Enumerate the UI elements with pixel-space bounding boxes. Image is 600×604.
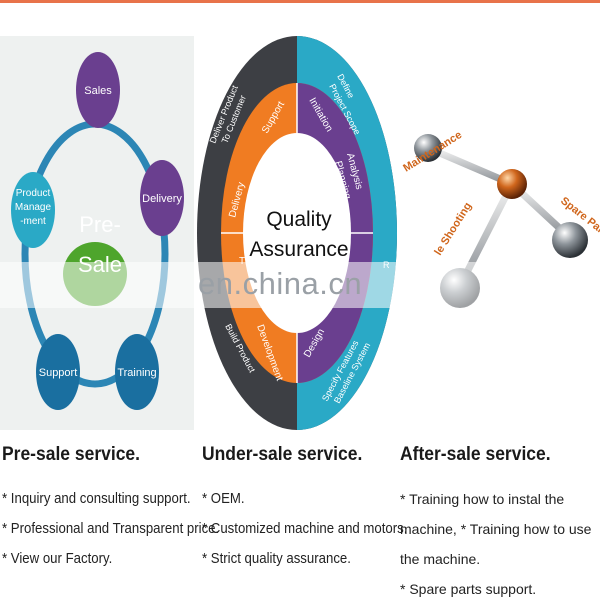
under-sale-heading: Under-sale service. [202,444,363,465]
after-sale-diagram: Maintenance le Shooting Spare Parts [400,36,600,430]
node-product-label-3: -ment [20,216,46,227]
pre-sale-heading: Pre-sale service. [2,444,141,465]
qa-center-line1: Quality [266,208,332,231]
pre-sale-list: * Inquiry and consulting support. * Prof… [2,484,220,574]
node-sales-label: Sales [84,85,112,97]
after-sale-heading: After-sale service. [400,444,551,465]
rod-left [424,144,516,188]
list-item: * Training how to instal the machine, * … [400,491,592,567]
watermark-band [0,262,600,308]
list-item: * Inquiry and consulting support. [2,490,191,507]
node-delivery-label: Delivery [142,193,182,205]
list-item: * Spare parts support. [400,581,537,597]
node-support-label: Support [39,367,78,379]
inner-label-test: T [239,256,245,267]
ball-hub [497,169,527,199]
watermark-text: en.china.cn [198,266,363,301]
node-product-label-2: Manage [15,202,52,213]
ball-spare-parts [552,222,588,258]
node-sales [76,52,120,128]
list-item: * Professional and Transparent price. [2,520,220,537]
ball-maintenance [414,134,442,162]
under-sale-list: * OEM. * Customized machine and motors. … [202,484,408,574]
after-sale-column: After-sale service. * Training how to in… [400,444,600,604]
pre-sale-column: Pre-sale service. * Inquiry and consulti… [2,444,220,574]
after-sale-list: * Training how to instal the machine, * … [400,484,600,604]
node-product-label-1: Product [16,188,51,199]
list-item: * Strict quality assurance. [202,550,351,567]
list-item: * OEM. [202,490,245,507]
node-delivery [140,160,184,236]
label-trouble-shooting: le Shooting [432,200,474,257]
node-support [36,334,80,410]
node-product-management [11,172,55,248]
list-item: * View our Factory. [2,550,113,567]
quality-assurance-diagram: Quality Assurance Support Initiation Ana… [197,36,397,430]
pre-sale-center-line1: Pre- [79,212,121,237]
top-rule [0,0,600,3]
qa-center-line2: Assurance [249,238,348,261]
node-training-label: Training [117,367,156,379]
pre-sale-diagram: Pre- Sale Sales Delivery Training Suppor… [0,36,194,430]
list-item: * Customized machine and motors. [202,520,408,537]
under-sale-column: Under-sale service. * OEM. * Customized … [202,444,408,574]
node-training [115,334,159,410]
